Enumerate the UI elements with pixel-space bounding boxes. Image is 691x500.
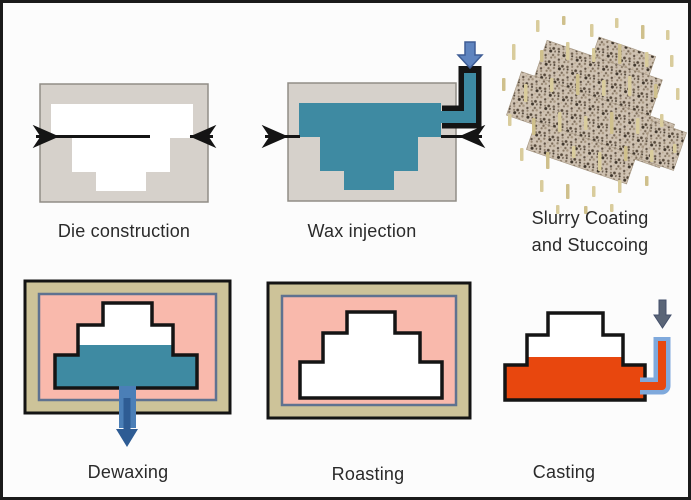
dewaxing-illustration [23, 279, 232, 447]
molten-metal [505, 357, 645, 400]
wax-filled-cavity [299, 103, 441, 190]
step-label-casting: Casting [532, 462, 596, 482]
slurry-label-line1: Slurry Coating [531, 208, 649, 228]
stucco-particles [502, 16, 680, 214]
injection-tube-wax [434, 73, 476, 123]
pour-down-arrow-icon [653, 299, 672, 329]
cavity-outline [53, 301, 199, 390]
slurry-coated-pattern [506, 36, 687, 185]
die-construction-illustration [32, 83, 217, 203]
roasting-illustration [266, 281, 472, 420]
step-label-wax-injection: Wax injection [307, 221, 417, 241]
clamp-arrow-right-icon [441, 124, 486, 149]
dewax-down-arrow-icon [116, 398, 138, 447]
step-label-die-construction: Die construction [57, 221, 191, 241]
step-label-roasting: Roasting [331, 464, 405, 484]
wax-injection-illustration [261, 41, 486, 202]
injection-down-arrow-icon [456, 41, 484, 70]
step-label-slurry-coating: Slurry Coating and Stuccoing [497, 205, 683, 259]
die-cavity [51, 104, 193, 191]
slurry-label-line2: and Stuccoing [531, 235, 649, 255]
step-label-dewaxing: Dewaxing [87, 462, 169, 482]
clamp-arrow-left-icon [32, 124, 150, 149]
empty-mold-cavity [298, 310, 444, 400]
clamp-arrow-left-icon [261, 124, 300, 149]
clamp-arrow-right-icon [189, 124, 217, 149]
pour-tube-metal [637, 341, 666, 390]
mold-outline [503, 311, 647, 402]
melting-wax [55, 345, 197, 388]
casting-illustration [503, 299, 672, 402]
slurry-coating-illustration [502, 16, 687, 214]
